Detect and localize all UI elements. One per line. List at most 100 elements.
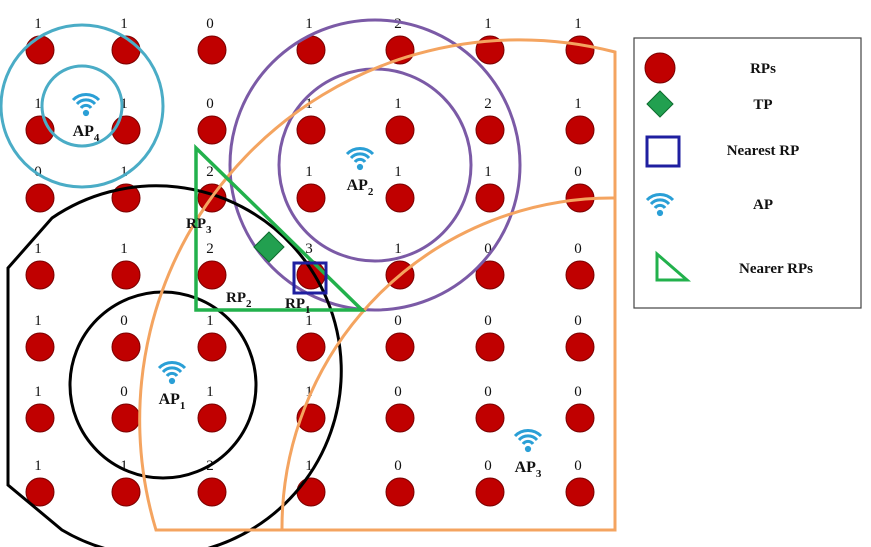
rp-count-label: 1	[34, 96, 42, 112]
rp-count-label: 1	[305, 458, 313, 474]
rp-count-label: 1	[120, 16, 128, 32]
reference-point	[385, 183, 415, 213]
ap2-outer-circle	[228, 18, 522, 312]
rp-count-label: 1	[394, 96, 402, 112]
reference-point	[25, 477, 55, 507]
reference-point	[25, 332, 55, 362]
rp-legend-icon	[644, 52, 676, 84]
rp-count-label: 0	[484, 241, 492, 257]
ap2-coverage	[228, 18, 522, 312]
rp-count-label: 0	[484, 313, 492, 329]
rp-count-label: 1	[305, 384, 313, 400]
ap1-inner-circle	[68, 290, 258, 480]
reference-point	[565, 115, 595, 145]
reference-point	[385, 115, 415, 145]
reference-point	[565, 35, 595, 65]
wifi-icon	[513, 428, 543, 454]
rp-count-label: 0	[574, 458, 582, 474]
reference-point	[111, 332, 141, 362]
ap1-outer-boundary	[6, 184, 343, 547]
rp-count-label: 0	[574, 241, 582, 257]
rp-count-label: 1	[34, 241, 42, 257]
legend-label: Nearest RP	[727, 143, 800, 159]
rp-count-label: 0	[206, 16, 214, 32]
rp-count-label: 0	[34, 164, 42, 180]
test-point-marker	[253, 231, 285, 263]
reference-point	[565, 477, 595, 507]
reference-point	[475, 35, 505, 65]
ap3-marker: AP3	[513, 428, 543, 480]
rp-count-label: 0	[120, 313, 128, 329]
reference-point	[475, 477, 505, 507]
rp-count-label: 1	[394, 164, 402, 180]
rp-count-label: 0	[206, 96, 214, 112]
rp-count-label: 0	[120, 384, 128, 400]
nearest-rp-legend-icon	[645, 135, 681, 168]
ap1-marker: AP1	[157, 360, 187, 412]
ap3-coverage	[138, 38, 617, 532]
reference-point	[197, 477, 227, 507]
rp-count-label: 0	[484, 384, 492, 400]
rp-count-label: 2	[206, 164, 214, 180]
rp-count-label: 0	[394, 458, 402, 474]
reference-point	[385, 477, 415, 507]
ap2-marker: AP2	[345, 146, 375, 198]
ap4-coverage	[0, 23, 165, 189]
rp-count-label: 1	[120, 458, 128, 474]
ap3-outer-boundary	[138, 38, 617, 532]
rp-count-label: 1	[120, 241, 128, 257]
reference-point	[296, 115, 326, 145]
reference-point	[475, 183, 505, 213]
rp-count-label: 0	[574, 313, 582, 329]
legend-item-rp: RPs	[644, 52, 776, 84]
reference-point	[296, 332, 326, 362]
rp-count-label: 1	[206, 313, 214, 329]
reference-point	[111, 260, 141, 290]
reference-point	[296, 183, 326, 213]
reference-point	[385, 403, 415, 433]
rp-count-label: 1	[305, 164, 313, 180]
rp-count-label: 0	[574, 384, 582, 400]
rp-count-label: 1	[574, 96, 582, 112]
legend-label: AP	[753, 197, 773, 213]
rp-count-label: 0	[394, 313, 402, 329]
wifi-icon	[157, 360, 187, 386]
nearest-rp-marker	[292, 261, 328, 295]
ap4-marker: AP4	[71, 92, 101, 144]
rp2-label: RP2	[226, 290, 252, 310]
reference-point	[385, 332, 415, 362]
ap-label: AP4	[73, 123, 100, 144]
reference-point	[197, 115, 227, 145]
reference-point	[565, 403, 595, 433]
rp-count-label: 1	[120, 96, 128, 112]
wifi-icon	[345, 146, 375, 172]
tp-legend-icon	[646, 90, 674, 118]
reference-point	[475, 115, 505, 145]
reference-point	[475, 403, 505, 433]
ap-label: AP2	[347, 177, 374, 198]
rp-count-label: 1	[120, 164, 128, 180]
legend-label: RPs	[750, 61, 776, 77]
reference-point	[25, 35, 55, 65]
rp3-label: RP3	[186, 216, 212, 236]
reference-point	[25, 260, 55, 290]
rp-count-label: 1	[484, 164, 492, 180]
nearer-rps-triangle	[194, 143, 367, 312]
rp-count-label: 3	[305, 241, 313, 257]
reference-point	[111, 477, 141, 507]
rp-count-label: 1	[34, 458, 42, 474]
rp-count-label: 0	[574, 164, 582, 180]
rp-count-label: 1	[305, 313, 313, 329]
reference-point	[475, 332, 505, 362]
reference-point	[565, 332, 595, 362]
ap-label: AP3	[515, 459, 542, 480]
legend-frame	[633, 37, 862, 309]
reference-point	[565, 260, 595, 290]
rp-count-label: 1	[574, 16, 582, 32]
rp-count-label: 1	[34, 313, 42, 329]
rp-count-label: 1	[34, 384, 42, 400]
rp-count-label: 0	[394, 384, 402, 400]
